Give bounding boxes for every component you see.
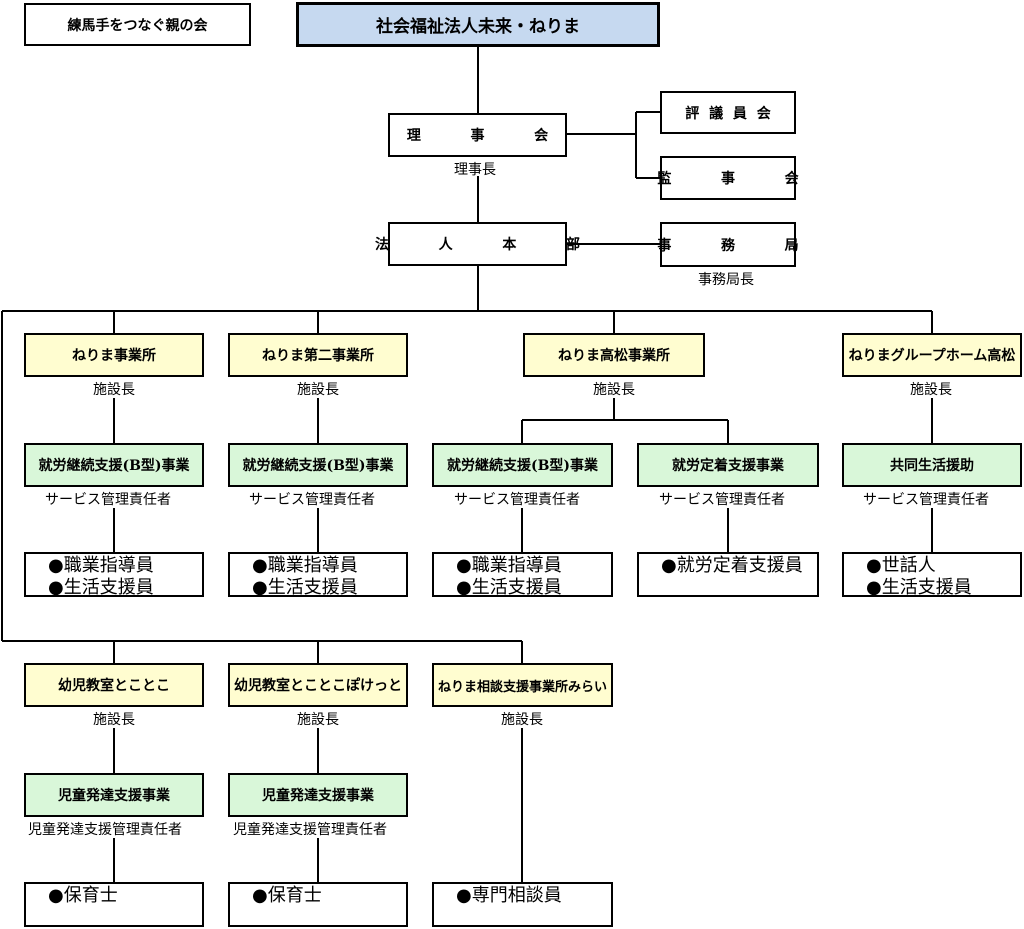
staff-item: ●職業指導員 [252,555,358,576]
facility-head-caption: 施設長 [297,382,339,398]
facility-nerima2: ねりま第二事業所 [228,333,408,377]
staff-item: ●生活支援員 [456,577,562,598]
staff-item: ●保育士 [48,885,118,906]
staff-item: ●生活支援員 [48,577,154,598]
corporation-box: 社会福祉法人未来・ねりま [296,2,660,47]
facility-kotokoto: 幼児教室とことこ [24,663,204,707]
staff-item: ●生活支援員 [252,577,358,598]
facility-head-caption: 施設長 [93,712,135,728]
secretariat-chief-caption: 事務局長 [698,272,754,288]
staff-box-nerima: ●職業指導員 ●生活支援員 [24,552,204,598]
staff-box-grouphome: ●世話人 ●生活支援員 [842,552,1022,598]
service-pocket: 児童発達支援事業 [228,773,408,817]
service-manager-caption: サービス管理責任者 [863,492,989,508]
councillors-box: 評議員会 [660,91,796,134]
staff-box-nerima2: ●職業指導員 ●生活支援員 [228,552,408,598]
staff-box-mirai: ●専門相談員 [432,882,613,927]
facility-head-caption: 施設長 [297,712,339,728]
staff-item: ●職業指導員 [48,555,154,576]
staff-item: ●職業指導員 [456,555,562,576]
headquarters-box: 法 人 本 部 [375,222,580,266]
staff-item: ●保育士 [252,885,322,906]
service-kotokoto: 児童発達支援事業 [24,773,204,817]
service-manager-caption: サービス管理責任者 [45,492,171,508]
facility-head-caption: 施設長 [910,382,952,398]
staff-item: ●生活支援員 [866,577,972,598]
service-manager-caption: サービス管理責任者 [249,492,375,508]
staff-box-takamatsu-teichaku: ●就労定着支援員 [637,552,819,597]
staff-item: ●専門相談員 [456,885,562,906]
service-takamatsu-teichaku: 就労定着支援事業 [637,443,819,487]
staff-box-kotokoto: ●保育士 [24,882,204,927]
staff-box-pocket: ●保育士 [228,882,408,927]
staff-box-takamatsu-b: ●職業指導員 ●生活支援員 [432,552,613,598]
board-chair-caption: 理事長 [454,162,496,178]
association-box: 練馬手をつなぐ親の会 [24,3,251,46]
child-service-manager-caption: 児童発達支援管理責任者 [233,822,387,838]
board-box: 理 事 会 [388,113,567,157]
facility-pocket: 幼児教室とことこぽけっと [228,663,408,707]
child-service-manager-caption: 児童発達支援管理責任者 [28,822,182,838]
facility-head-caption: 施設長 [593,382,635,398]
service-manager-caption: サービス管理責任者 [454,492,580,508]
service-takamatsu-b: 就労継続支援(B型)事業 [432,443,613,487]
facility-head-caption: 施設長 [501,712,543,728]
facility-head-caption: 施設長 [93,382,135,398]
facility-nerima: ねりま事業所 [24,333,204,377]
staff-item: ●就労定着支援員 [661,555,803,576]
service-nerima2: 就労継続支援(B型)事業 [228,443,408,487]
facility-mirai: ねりま相談支援事業所みらい [432,663,613,707]
secretariat-box: 事 務 局 [657,222,799,267]
staff-item: ●世話人 [866,555,936,576]
service-nerima: 就労継続支援(B型)事業 [24,443,204,487]
facility-takamatsu: ねりま高松事業所 [523,333,705,377]
service-manager-caption: サービス管理責任者 [659,492,785,508]
auditors-box: 監 事 会 [657,156,799,200]
service-grouphome: 共同生活援助 [842,443,1022,487]
facility-grouphome: ねりまグループホーム高松 [842,333,1022,377]
